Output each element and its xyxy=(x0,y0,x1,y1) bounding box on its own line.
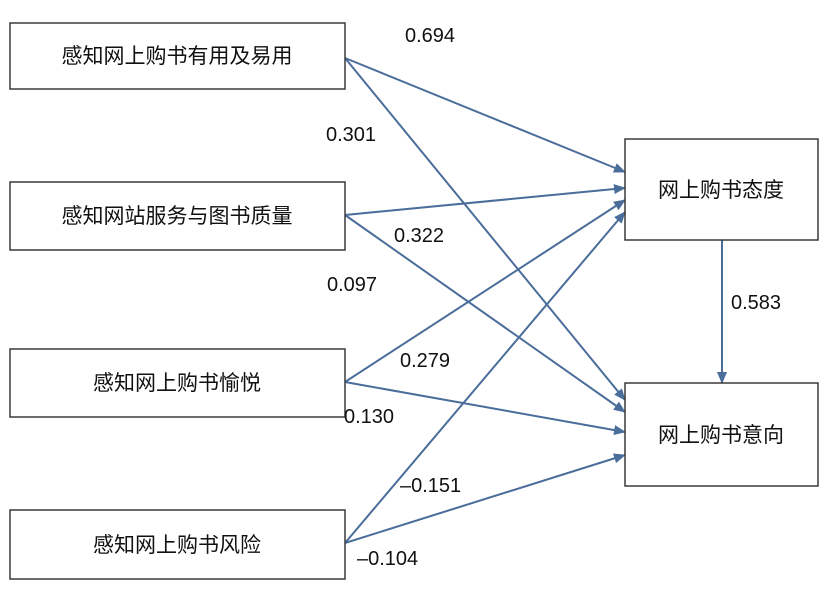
coef-enjoyment-intention: 0.130 xyxy=(344,406,394,428)
node-risk: 感知网上购书风险 xyxy=(9,509,346,580)
node-service-quality-label: 感知网站服务与图书质量 xyxy=(62,204,293,228)
edge-service-to-intention xyxy=(344,214,626,413)
edge-service-to-attitude xyxy=(344,184,626,216)
coef-service-intention: 0.097 xyxy=(327,274,377,296)
node-risk-label: 感知网上购书风险 xyxy=(93,533,261,557)
node-intention: 网上购书意向 xyxy=(624,382,819,487)
node-attitude: 网上购书态度 xyxy=(624,138,819,241)
edge-risk-to-attitude xyxy=(344,211,626,544)
edge-enjoyment-to-attitude xyxy=(344,199,626,383)
node-enjoyment-label: 感知网上购书愉悦 xyxy=(93,371,261,395)
coef-attitude-intention: 0.583 xyxy=(731,292,781,314)
coef-risk-intention: –0.104 xyxy=(357,548,418,570)
edge-enjoyment-to-intention xyxy=(344,381,626,435)
node-attitude-label: 网上购书态度 xyxy=(658,178,784,202)
node-enjoyment: 感知网上购书愉悦 xyxy=(9,348,346,418)
coef-service-attitude: 0.322 xyxy=(394,225,444,247)
coef-enjoyment-attitude: 0.279 xyxy=(400,350,450,372)
edges xyxy=(344,57,727,544)
edge-usefulness-to-attitude xyxy=(344,57,626,173)
edge-usefulness-to-intention xyxy=(344,57,626,401)
coef-usefulness-attitude: 0.694 xyxy=(405,25,455,47)
node-usefulness: 感知网上购书有用及易用 xyxy=(9,22,346,90)
node-usefulness-label: 感知网上购书有用及易用 xyxy=(62,44,293,68)
node-intention-label: 网上购书意向 xyxy=(658,423,784,447)
edge-risk-to-intention xyxy=(344,453,626,544)
coefficient-labels: 0.694 0.301 0.322 0.097 0.279 0.130 –0.1… xyxy=(326,25,781,570)
node-service-quality: 感知网站服务与图书质量 xyxy=(9,181,346,251)
coef-usefulness-intention: 0.301 xyxy=(326,124,376,146)
coef-risk-attitude: –0.151 xyxy=(400,475,461,497)
